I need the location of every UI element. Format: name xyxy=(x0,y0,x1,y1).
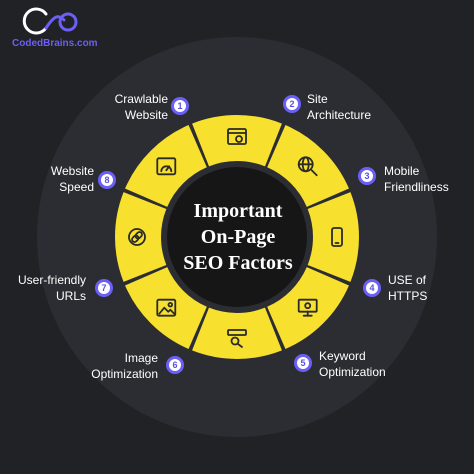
link-icon xyxy=(128,228,146,246)
badge-number: 3 xyxy=(364,171,370,181)
factor-segment-3 xyxy=(307,192,360,282)
factor-label-line: Mobile xyxy=(384,164,420,178)
smartphone-icon xyxy=(331,227,343,247)
title-line: SEO Factors xyxy=(183,252,293,274)
factor-badge-5: 5 xyxy=(294,354,312,372)
factor-badge-6: 6 xyxy=(166,356,184,374)
factor-label-line: Optimization xyxy=(319,365,386,379)
factor-label-3: Mobile Friendliness xyxy=(384,163,449,195)
factor-label-line: Crawlable xyxy=(114,92,168,106)
factor-label-4: USE of HTTPS xyxy=(388,272,427,304)
speedometer-icon xyxy=(156,157,177,176)
factor-label-line: User-friendly xyxy=(17,273,86,287)
badge-number: 8 xyxy=(104,175,110,185)
badge-number: 1 xyxy=(177,101,183,111)
factor-badge-3: 3 xyxy=(358,167,376,185)
title-line: On-Page xyxy=(200,226,276,248)
title-line: Important xyxy=(193,200,283,222)
factor-label-line: Architecture xyxy=(307,108,372,122)
badge-number: 5 xyxy=(300,358,306,368)
keyword-search-icon xyxy=(227,329,247,348)
factor-label-line: Speed xyxy=(59,180,94,194)
badge-number: 4 xyxy=(369,283,375,293)
browser-gear-icon xyxy=(227,128,247,145)
image-icon xyxy=(156,298,177,317)
brand-logo-icon xyxy=(22,7,78,35)
factor-badge-2: 2 xyxy=(283,95,301,113)
factor-label-line: Friendliness xyxy=(384,180,449,194)
brand-name: CodedBrains.com xyxy=(12,38,98,49)
factor-label-line: Site xyxy=(307,92,328,106)
factor-label-line: HTTPS xyxy=(388,289,428,303)
factor-label-line: Image xyxy=(124,351,158,365)
factor-segment-5 xyxy=(192,307,282,360)
factor-icons xyxy=(128,128,343,348)
factor-label-5: Keyword Optimization xyxy=(319,348,386,380)
factor-label-line: URLs xyxy=(55,289,86,303)
globe-search-icon xyxy=(297,156,318,177)
factor-label-line: Website xyxy=(124,108,168,122)
factor-label-line: Keyword xyxy=(319,349,366,363)
factor-label-2: Site Architecture xyxy=(307,91,371,123)
factor-badge-7: 7 xyxy=(95,279,113,297)
badge-number: 6 xyxy=(172,360,178,370)
badge-number: 7 xyxy=(101,283,107,293)
factor-label-7: User-friendly URLs xyxy=(18,272,86,304)
badge-number: 2 xyxy=(289,99,295,109)
diagram-title: Important On-Page SEO Factors xyxy=(168,198,308,276)
factor-label-line: Optimization xyxy=(91,367,158,381)
center-disc xyxy=(167,167,307,307)
factor-badge-8: 8 xyxy=(98,171,116,189)
factor-label-1: Crawlable Website xyxy=(115,91,168,123)
factor-label-line: Website xyxy=(50,164,94,178)
factor-badge-1: 1 xyxy=(171,97,189,115)
factor-label-line: USE of xyxy=(388,273,427,287)
factor-badge-4: 4 xyxy=(363,279,381,297)
secure-monitor-icon xyxy=(297,298,318,317)
factor-label-8: Website Speed xyxy=(51,163,94,195)
factor-label-6: Image Optimization xyxy=(91,350,158,382)
